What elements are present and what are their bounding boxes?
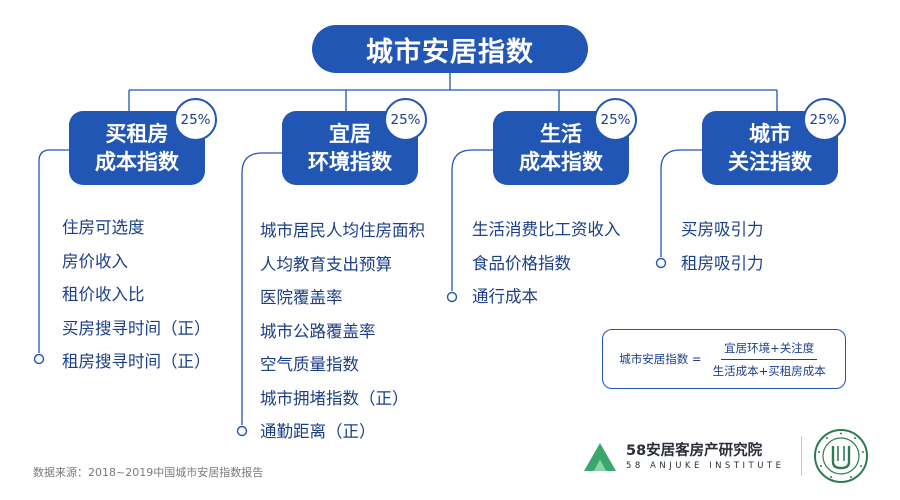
formula-lhs: 城市安居指数 = xyxy=(619,352,702,366)
category-livable-environment: 宜居 环境指数 xyxy=(282,111,418,185)
indicator-list-buy-rent-cost: 住房可选度 房价收入 租价收入比 买房搜寻时间（正） 租房搜寻时间（正） xyxy=(62,211,211,379)
list-item: 城市公路覆盖率 xyxy=(260,321,376,341)
category-label: 买租房 成本指数 xyxy=(95,122,179,174)
list-item: 租房吸引力 xyxy=(681,253,764,273)
brand-block: 58安居客房产研究院 58 ANJUKE INSTITUTE xyxy=(582,441,785,473)
category-label: 生活 成本指数 xyxy=(519,122,603,174)
list-item: 住房可选度 xyxy=(62,218,145,237)
list-item: 通行成本 xyxy=(472,287,538,306)
formula-numerator: 宜居环境+关注度 xyxy=(721,340,818,360)
brand-name: 58安居客房产研究院 xyxy=(626,443,763,459)
weight-badge: 25% xyxy=(174,98,217,141)
indicator-list-city-attention: 买房吸引力 租房吸引力 xyxy=(681,213,764,280)
list-item: 空气质量指数 xyxy=(260,355,359,374)
indicator-list-livable-environment: 城市居民人均住房面积 人均教育支出预算 医院覆盖率 城市公路覆盖率 空气质量指数… xyxy=(260,214,425,449)
category-city-attention: 城市 关注指数 xyxy=(702,111,838,185)
brand-subtitle: 58 ANJUKE INSTITUTE xyxy=(626,461,785,471)
anjuke-logo-icon xyxy=(584,443,616,471)
list-item: 生活消费比工资收入 xyxy=(472,220,621,239)
footer-divider xyxy=(801,436,802,476)
weight-badge: 25% xyxy=(803,98,846,141)
list-item: 城市居民人均住房面积 xyxy=(260,221,425,240)
list-item: 人均教育支出预算 xyxy=(260,254,392,274)
university-seal-icon xyxy=(814,429,868,483)
list-item: 买房搜寻时间（正） xyxy=(62,318,211,338)
formula-denominator: 生活成本+买租房成本 xyxy=(712,363,826,378)
list-item: 房价收入 xyxy=(62,251,128,271)
data-source: 数据来源：2018~2019中国城市安居指数报告 xyxy=(33,466,264,479)
list-item: 租房搜寻时间（正） xyxy=(62,352,211,371)
category-label: 宜居 环境指数 xyxy=(308,122,392,174)
list-item: 医院覆盖率 xyxy=(260,288,343,307)
weight-badge: 25% xyxy=(594,98,637,141)
list-item: 买房吸引力 xyxy=(681,220,764,239)
list-item: 食品价格指数 xyxy=(472,253,571,273)
indicator-list-living-cost: 生活消费比工资收入 食品价格指数 通行成本 xyxy=(472,213,621,314)
main-title: 城市安居指数 xyxy=(312,25,588,73)
list-item: 通勤距离（正） xyxy=(260,422,376,441)
list-item: 租价收入比 xyxy=(62,285,145,304)
formula-box: 城市安居指数 = 宜居环境+关注度 生活成本+买租房成本 xyxy=(602,329,846,389)
formula-fraction: 宜居环境+关注度 生活成本+买租房成本 xyxy=(710,340,829,379)
list-item: 城市拥堵指数（正） xyxy=(260,388,409,408)
weight-badge: 25% xyxy=(384,98,427,141)
category-label: 城市 关注指数 xyxy=(728,122,812,174)
